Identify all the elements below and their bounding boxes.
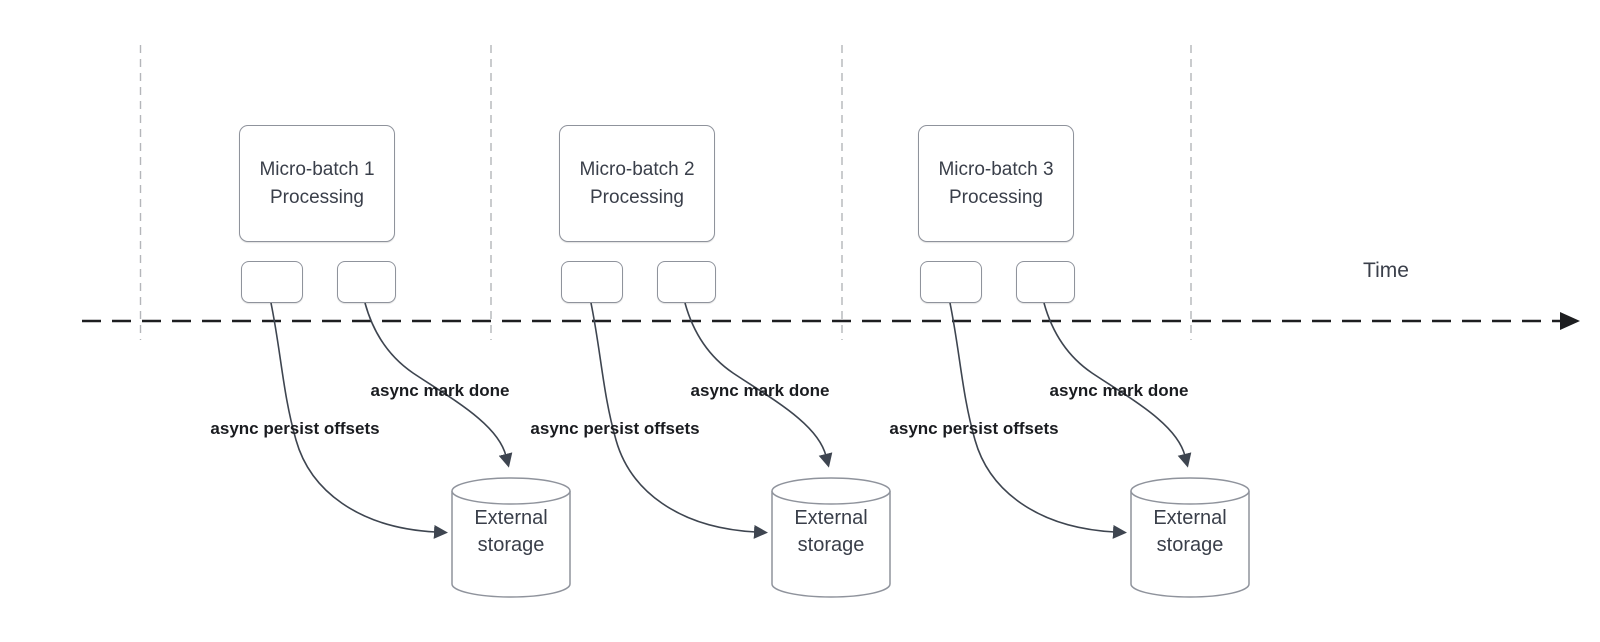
async-mark-done-label-3: async mark done — [1049, 381, 1189, 400]
external-storage-line1: External — [474, 507, 548, 529]
async-mark-done-label-2: async mark done — [690, 381, 830, 400]
time-axis-arrowhead — [1560, 312, 1580, 330]
micro-batch-1-subtitle: Processing — [270, 186, 364, 208]
external-storage-line1: External — [1153, 507, 1227, 529]
small-box-right-2 — [657, 261, 716, 303]
small-box-left-2 — [561, 261, 623, 303]
small-box-right-1 — [337, 261, 396, 303]
micro-batch-2-processing-box: Micro-batch 2 Processing — [559, 125, 715, 242]
external-storage-line2: storage — [1156, 534, 1224, 556]
micro-batch-2-title: Micro-batch 2 — [579, 158, 695, 180]
small-box-right-3 — [1016, 261, 1075, 303]
small-box-left-3 — [920, 261, 982, 303]
micro-batch-3-subtitle: Processing — [949, 186, 1043, 208]
small-box-left-1 — [241, 261, 303, 303]
micro-batch-1-title: Micro-batch 1 — [259, 158, 375, 180]
external-storage-line2: storage — [797, 534, 865, 556]
external-storage-line1: External — [794, 507, 868, 529]
external-storage-line2: storage — [477, 534, 545, 556]
external-storage-label-1: External storage — [474, 505, 547, 559]
async-mark-done-label-1: async mark done — [370, 381, 510, 400]
async-persist-offsets-label-2: async persist offsets — [530, 419, 700, 438]
micro-batch-2-subtitle: Processing — [590, 186, 684, 208]
async-persist-offsets-label-3: async persist offsets — [889, 419, 1059, 438]
micro-batch-1-processing-box: Micro-batch 1 Processing — [239, 125, 395, 242]
external-storage-label-3: External storage — [1153, 505, 1226, 559]
async-persist-offsets-label-1: async persist offsets — [210, 419, 380, 438]
micro-batch-3-title: Micro-batch 3 — [938, 158, 1054, 180]
time-axis-label: Time — [1363, 259, 1409, 282]
micro-batch-3-processing-box: Micro-batch 3 Processing — [918, 125, 1074, 242]
external-storage-label-2: External storage — [794, 505, 867, 559]
